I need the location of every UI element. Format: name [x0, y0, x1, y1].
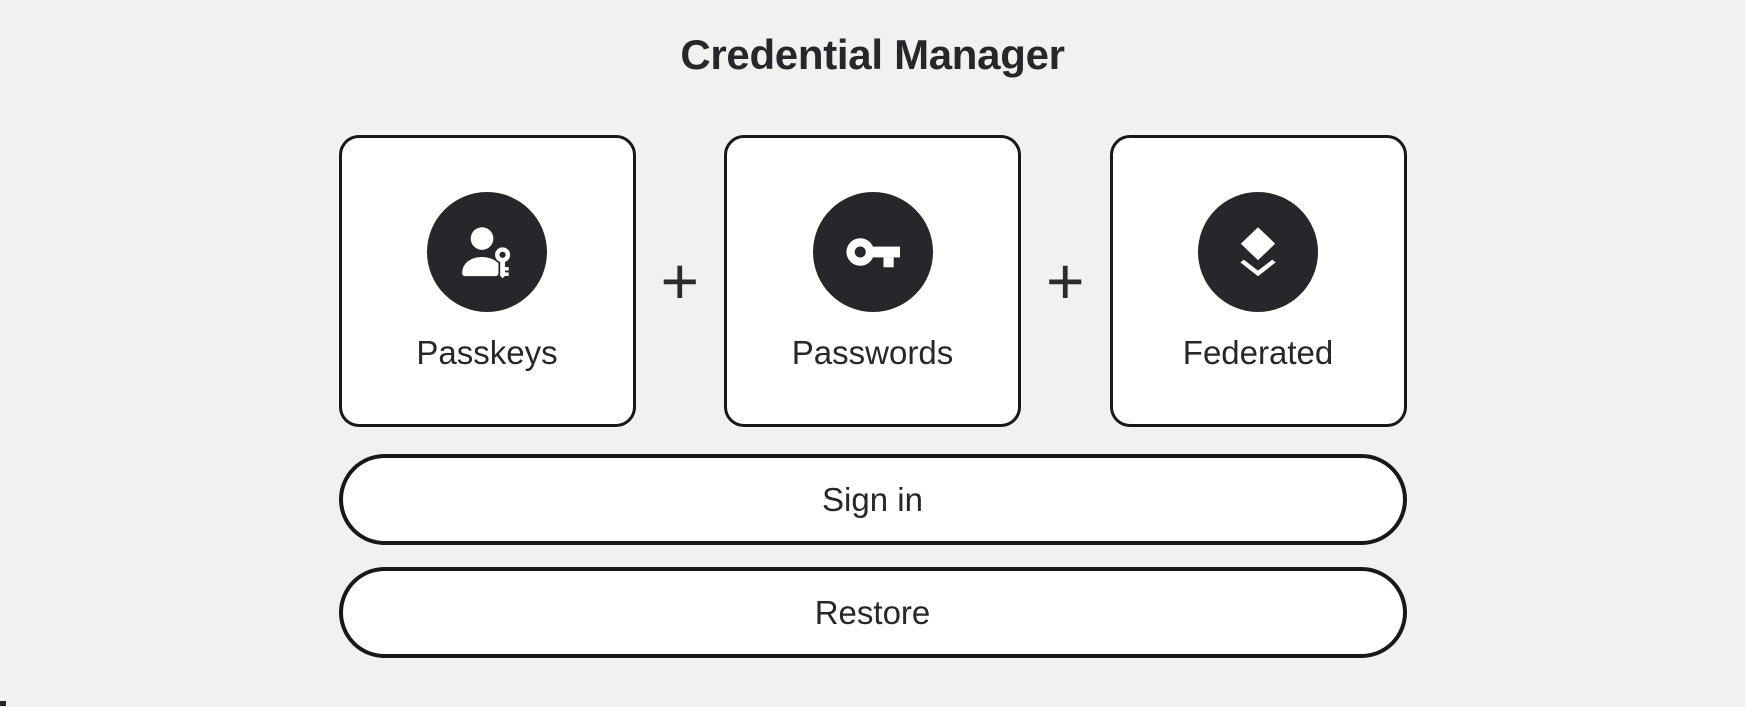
- card-passkeys[interactable]: Passkeys: [338, 135, 636, 427]
- sign-in-button[interactable]: Sign in: [338, 454, 1407, 545]
- card-label-passkeys: Passkeys: [416, 334, 558, 371]
- passkey-person-key-icon: [462, 227, 511, 279]
- card-label-federated: Federated: [1182, 334, 1334, 371]
- credential-manager-page: Credential Manager Passkeys +: [338, 0, 1407, 658]
- plus-separator-2: +: [1045, 244, 1085, 318]
- layers-icon: [1240, 227, 1276, 277]
- edge-artifact: [0, 701, 6, 706]
- password-icon-circle: [812, 192, 933, 312]
- card-passwords[interactable]: Passwords: [724, 135, 1021, 427]
- plus-separator-1: +: [660, 244, 700, 318]
- passkey-icon-circle: [427, 192, 547, 312]
- card-federated[interactable]: Federated: [1109, 135, 1407, 427]
- key-icon: [845, 238, 900, 268]
- federated-icon-circle: [1198, 192, 1318, 312]
- card-label-passwords: Passwords: [791, 334, 954, 371]
- restore-button[interactable]: Restore: [338, 567, 1407, 658]
- page-title: Credential Manager: [680, 31, 1065, 78]
- credential-types-row: Passkeys + Passwords + Fed: [338, 135, 1407, 427]
